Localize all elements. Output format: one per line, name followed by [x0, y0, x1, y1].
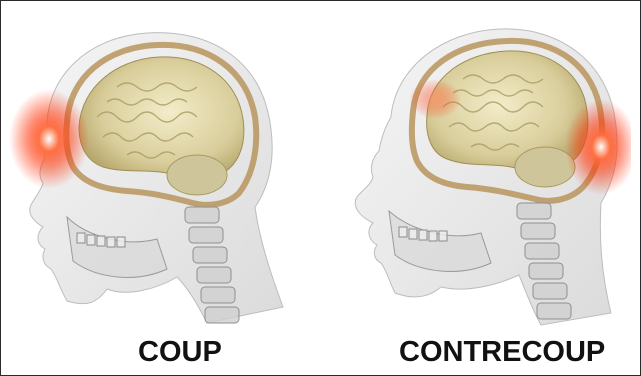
contrecoup-illustration	[331, 7, 631, 337]
front-glow	[409, 79, 461, 119]
cerebellum	[167, 155, 227, 195]
impact-glow	[9, 89, 89, 189]
coup-illustration	[7, 7, 307, 337]
coup-label: COUP	[138, 336, 222, 369]
contrecoup-label: CONTRECOUP	[399, 336, 605, 369]
